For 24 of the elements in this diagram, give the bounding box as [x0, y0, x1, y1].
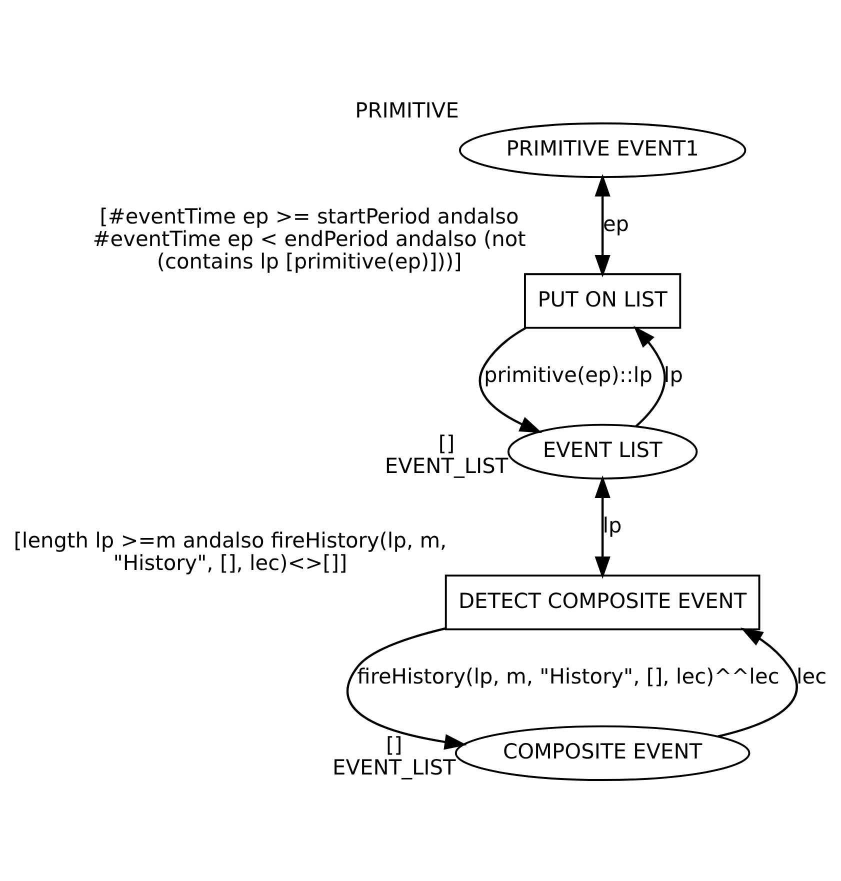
- node-label: []: [438, 432, 455, 456]
- arrow: [346, 627, 467, 750]
- node-label: PRIMITIVE: [355, 98, 459, 123]
- node-box: DETECT COMPOSITE EVENT: [444, 574, 760, 630]
- edge-label: lp: [602, 514, 622, 538]
- edge-label: lp: [664, 362, 683, 387]
- node-label: EVENT_LIST: [384, 454, 508, 478]
- arrow: [594, 476, 610, 579]
- edge-label: ep: [602, 212, 630, 236]
- node-label: [#eventTime ep >= startPeriod andalso #eventTime ep < endPeriod andalso (not (contains lp [primitive(ep)]))]: [92, 204, 526, 274]
- edge-label: fireHistory(lp, m, "History", [], lec)^^lec: [357, 664, 780, 688]
- node-label: EVENT_LIST: [332, 755, 456, 780]
- arrow: [594, 174, 610, 278]
- arrow: [634, 326, 666, 428]
- node-box: PUT ON LIST: [524, 273, 682, 329]
- node-ellipse: COMPOSITE EVENT: [454, 725, 750, 781]
- arrow: [478, 327, 542, 433]
- arrow: [717, 628, 798, 738]
- node-ellipse: EVENT LIST: [507, 424, 698, 480]
- node-ellipse: PRIMITIVE EVENT1: [458, 122, 746, 178]
- node-label: []: [386, 732, 402, 757]
- edge-label: primitive(ep)::lp: [484, 362, 652, 387]
- node-label: [length lp >=m andalso fireHistory(lp, m, "History", [], lec)<>[]]: [14, 528, 447, 575]
- edge-label: lec: [796, 664, 827, 688]
